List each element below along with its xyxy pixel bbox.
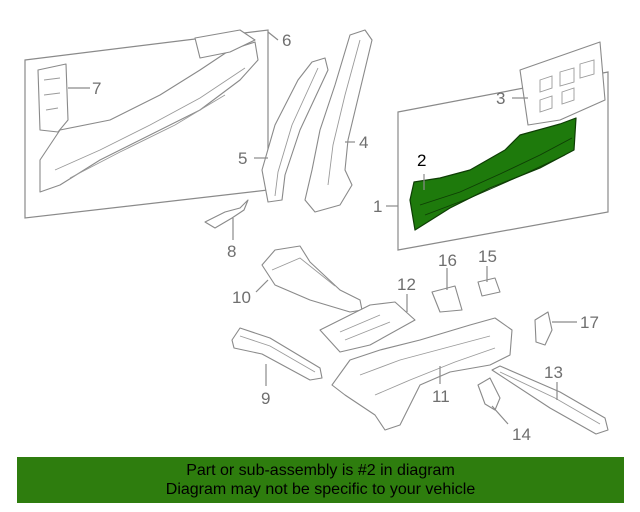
callout-3: 3 bbox=[496, 89, 505, 108]
info-banner: Part or sub-assembly is #2 in diagram Di… bbox=[17, 457, 624, 503]
part-5-pillar[interactable] bbox=[261, 57, 329, 203]
part-1-inset[interactable] bbox=[397, 41, 609, 251]
part-13-rail[interactable] bbox=[491, 365, 609, 435]
callout-14: 14 bbox=[512, 425, 531, 444]
part-8-bracket[interactable] bbox=[204, 199, 249, 229]
part-6-inset[interactable] bbox=[24, 29, 269, 219]
part-15-clip[interactable] bbox=[477, 277, 501, 297]
callout-16: 16 bbox=[438, 251, 457, 270]
callout-5: 5 bbox=[238, 149, 247, 168]
part-11-floor-assembly[interactable] bbox=[331, 317, 513, 431]
callout-15: 15 bbox=[478, 247, 497, 266]
callout-8: 8 bbox=[227, 242, 236, 261]
part-14-bracket[interactable] bbox=[477, 377, 501, 411]
part-9-rail[interactable] bbox=[231, 327, 323, 381]
part-17-bracket[interactable] bbox=[534, 311, 553, 346]
callout-4: 4 bbox=[359, 133, 368, 152]
callout-6: 6 bbox=[282, 31, 291, 50]
leader-lines bbox=[68, 31, 577, 425]
callout-1: 1 bbox=[373, 197, 382, 216]
callout-13: 13 bbox=[544, 363, 563, 382]
callout-12: 12 bbox=[397, 275, 416, 294]
callout-10: 10 bbox=[232, 288, 251, 307]
banner-line-1: Part or sub-assembly is #2 in diagram bbox=[186, 462, 455, 479]
callout-7: 7 bbox=[92, 79, 101, 98]
callout-11: 11 bbox=[432, 387, 450, 406]
part-12-floor-panel[interactable] bbox=[319, 301, 416, 353]
exploded-parts-diagram: 6 7 3 4 5 2 1 8 16 15 12 10 17 13 11 9 1… bbox=[24, 29, 609, 444]
part-2-rocker-panel[interactable] bbox=[409, 117, 577, 231]
callout-2: 2 bbox=[417, 151, 426, 170]
banner-line-2: Diagram may not be specific to your vehi… bbox=[165, 481, 476, 498]
part-7-bracket bbox=[37, 63, 69, 133]
part-10-bracket[interactable] bbox=[261, 245, 363, 313]
callout-17: 17 bbox=[580, 313, 599, 332]
callout-9: 9 bbox=[261, 389, 270, 408]
